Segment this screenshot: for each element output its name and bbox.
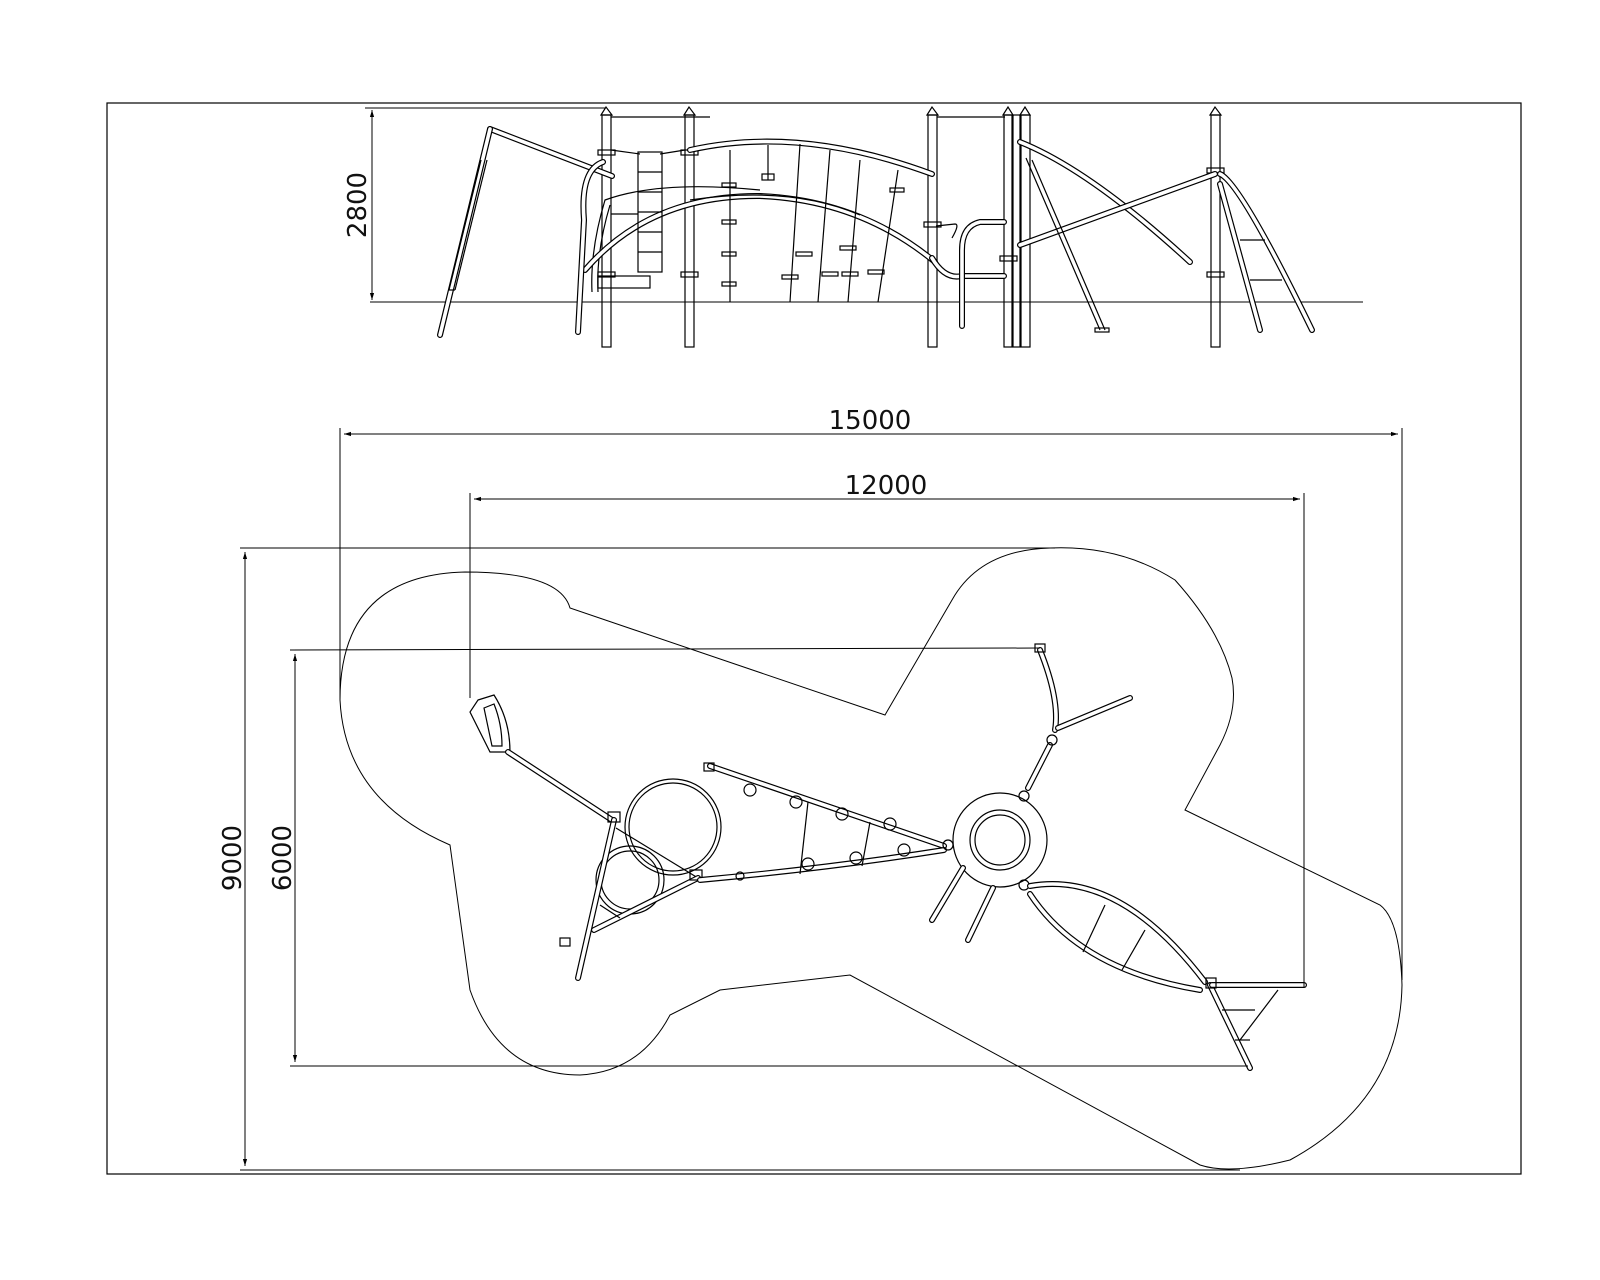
elevation-view: 2800 [343,105,1363,348]
elevation-hanging-ropes [721,143,905,303]
elevation-right-frame [1017,139,1315,333]
elevation-middle-connector [929,219,1007,329]
drawing-border [106,102,1522,1175]
elevation-arches [575,138,938,335]
overall-depth-label: 9000 [218,825,248,891]
safety-zone-outline [339,547,1403,1170]
elevation-posts [597,105,1225,348]
equipment-depth-label: 6000 [268,825,298,891]
plan-left-tubes [559,778,722,981]
plan-left-frame [469,694,615,823]
plan-bridge [697,762,947,883]
overall-width-label: 15000 [829,406,912,436]
plan-view: 15000 12000 9000 6000 [218,406,1403,1171]
height-dimension-label: 2800 [343,172,373,238]
equipment-width-label: 12000 [845,471,928,501]
elevation-net-ladder [597,149,686,289]
plan-right-ladder [1027,881,1307,1071]
plan-central-platform [929,643,1133,943]
